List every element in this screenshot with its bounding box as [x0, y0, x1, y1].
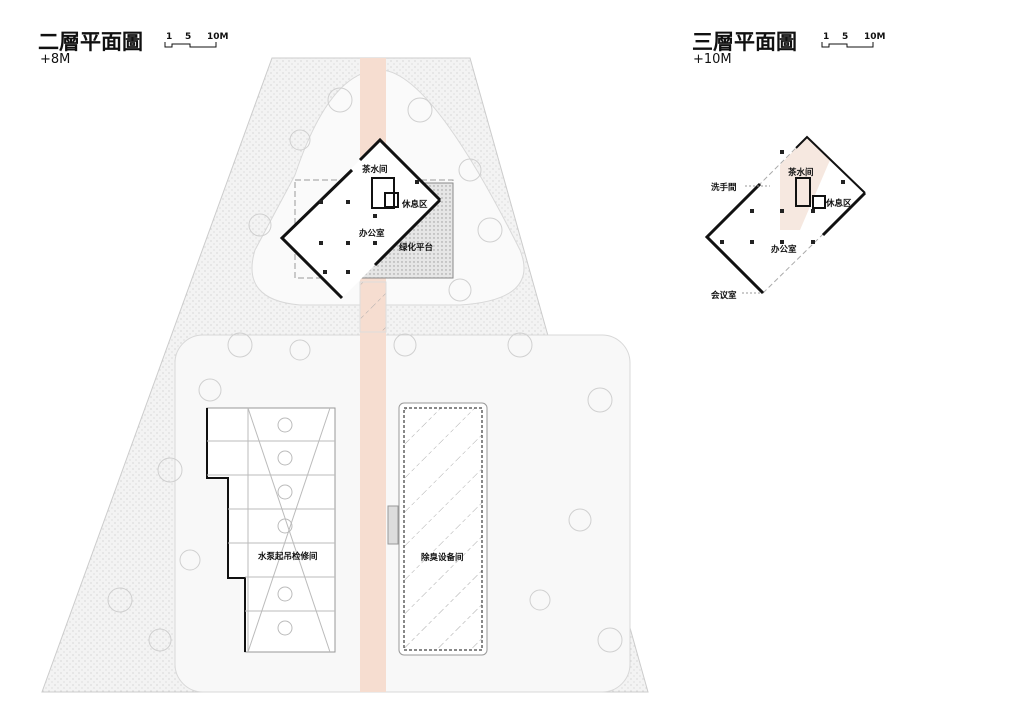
plan-level: +10M [693, 52, 732, 67]
office-block-level3: 茶水间 洗手間 休息区 办公室 会议室 [704, 135, 867, 301]
room-label-tea-room: 茶水间 [361, 164, 388, 175]
trees [107, 87, 623, 653]
scale-bar: 1 5 10M [821, 32, 886, 48]
plan-title: 二層平面圖 [38, 30, 143, 54]
deodorization-building: 除臭设备间 [387, 402, 488, 656]
room-label-lounge: 休息区 [401, 199, 428, 210]
room-label-deodorization-room: 除臭设备间 [421, 552, 464, 563]
pump-maintenance-building: 水泵起吊检修间 [206, 407, 336, 653]
plan-title: 三層平面圖 [692, 30, 797, 54]
crosswalk [359, 281, 387, 333]
scale-tick-label: 10M [864, 32, 886, 42]
room-label-pump-hoist-room: 水泵起吊检修间 [257, 551, 318, 562]
room-label-tea-room: 茶水间 [787, 167, 814, 178]
room-label-meeting-room: 会议室 [710, 290, 737, 301]
room-label-washroom: 洗手間 [711, 182, 737, 193]
scale-tick-label: 1 [166, 32, 172, 42]
scale-bar: 1 5 10M [164, 32, 229, 48]
third-floor-title-block: 三層平面圖 +10M 1 5 10M [692, 30, 886, 67]
room-label-lounge: 休息区 [825, 198, 852, 209]
scale-tick-label: 5 [842, 32, 848, 42]
scale-tick-label: 10M [207, 32, 229, 42]
room-label-office: 办公室 [359, 228, 385, 239]
room-label-office: 办公室 [771, 244, 797, 255]
scale-tick-label: 5 [185, 32, 191, 42]
stair [387, 505, 399, 545]
scale-tick-label: 1 [823, 32, 829, 42]
room-label-green-terrace: 绿化平台 [399, 242, 434, 253]
site-plan [41, 57, 649, 693]
office-block-level2: 茶水间 休息区 办公室 绿化平台 [279, 137, 454, 300]
plan-level: +8M [40, 52, 70, 67]
second-floor-title-block: 二層平面圖 +8M 1 5 10M [38, 30, 229, 67]
wall [279, 168, 354, 300]
